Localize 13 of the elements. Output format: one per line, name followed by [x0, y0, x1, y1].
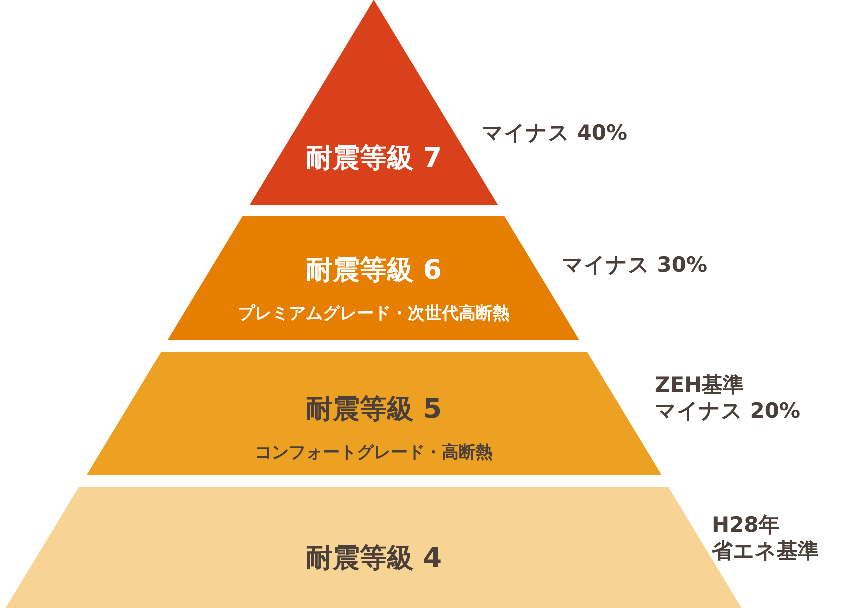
side-note: マイナス 20% [655, 398, 801, 424]
pyramid-level [168, 216, 580, 340]
level-subtitle: コンフォートグレード・高断熱 [255, 442, 493, 464]
level-title: 耐震等級 4 [306, 542, 442, 576]
side-note: 省エネ基準 [712, 538, 819, 564]
level-title: 耐震等級 7 [306, 142, 442, 176]
level-title: 耐震等級 5 [306, 393, 442, 427]
side-note: マイナス 40% [482, 120, 628, 146]
level-title: 耐震等級 6 [306, 254, 442, 288]
level-subtitle: プレミアムグレード・次世代高断熱 [238, 302, 510, 324]
side-note: ZEH基準 [655, 372, 746, 398]
side-note: マイナス 30% [562, 252, 708, 278]
side-note: H28年 [712, 512, 781, 538]
